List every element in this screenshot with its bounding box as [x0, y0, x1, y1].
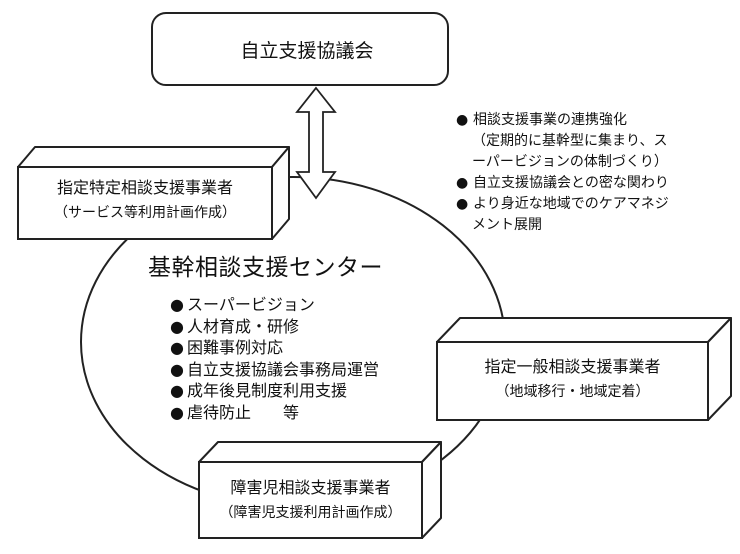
bullet-icon: ● [170, 295, 184, 314]
note-item-1-cont: （定期的に基幹型に集まり、ス [472, 133, 668, 149]
function-item: ●成年後見制度利用支援 [170, 380, 379, 402]
bullet-icon: ● [456, 112, 469, 128]
council-box [151, 12, 449, 86]
bullet-icon: ● [456, 175, 469, 191]
general-provider-box-3d [436, 317, 732, 421]
function-text: スーパービジョン [187, 295, 315, 314]
bullet-icon: ● [170, 338, 184, 357]
function-text: 人材育成・研修 [187, 316, 300, 336]
bullet-icon: ● [456, 196, 469, 212]
center-function-list: ●スーパービジョン ●人材育成・研修 ●困難事例対応 ●自立支援協議会事務局運営… [170, 294, 379, 423]
notes-list: ●相談支援事業の連携強化 （定期的に基幹型に集まり、ス ーパービジョンの体制づく… [456, 110, 669, 236]
general-provider-title: 指定一般相談支援事業者 [484, 357, 661, 376]
specific-provider-box-3d [17, 146, 290, 240]
specific-provider-title: 指定特定相談支援事業者 [56, 178, 233, 197]
note-item-3-cont: メント展開 [472, 217, 542, 233]
note-text: 相談支援事業の連携強化 [473, 112, 627, 128]
note-item-2: ●自立支援協議会との密な関わり [456, 173, 669, 194]
center-title: 基幹相談支援センター [148, 255, 383, 281]
bullet-icon: ● [170, 316, 184, 336]
general-provider-subtitle: （地域移行・地域定着） [495, 384, 650, 400]
function-item: ●人材育成・研修 [170, 316, 379, 338]
function-item: ●虐待防止 等 [170, 402, 379, 424]
function-item: ●困難事例対応 [170, 337, 379, 359]
note-item-1-cont2: ーパービジョンの体制づくり） [472, 154, 668, 170]
function-text: 成年後見制度利用支援 [187, 381, 348, 400]
function-text: 困難事例対応 [187, 338, 284, 357]
child-provider-title: 障害児相談支援事業者 [230, 478, 391, 497]
function-text: 虐待防止 等 [187, 402, 300, 422]
bullet-icon: ● [170, 381, 184, 400]
bullet-icon: ● [170, 359, 184, 379]
function-text: 自立支援協議会事務局運営 [187, 359, 380, 379]
function-item: ●自立支援協議会事務局運営 [170, 359, 379, 381]
bullet-icon: ● [170, 402, 184, 422]
note-text: より身近な地域でのケアマネジ [473, 196, 669, 212]
child-provider-subtitle: （障害児支援利用計画作成） [219, 505, 402, 521]
note-item-3: ●より身近な地域でのケアマネジ [456, 194, 669, 215]
specific-provider-subtitle: （サービス等利用計画作成） [54, 205, 236, 221]
child-provider-box-3d [198, 441, 442, 539]
double-arrow [295, 86, 337, 200]
note-text: 自立支援協議会との密な関わり [473, 175, 669, 191]
note-item-1: ●相談支援事業の連携強化 [456, 110, 669, 131]
function-item: ●スーパービジョン [170, 294, 379, 316]
council-label: 自立支援協議会 [240, 40, 374, 62]
